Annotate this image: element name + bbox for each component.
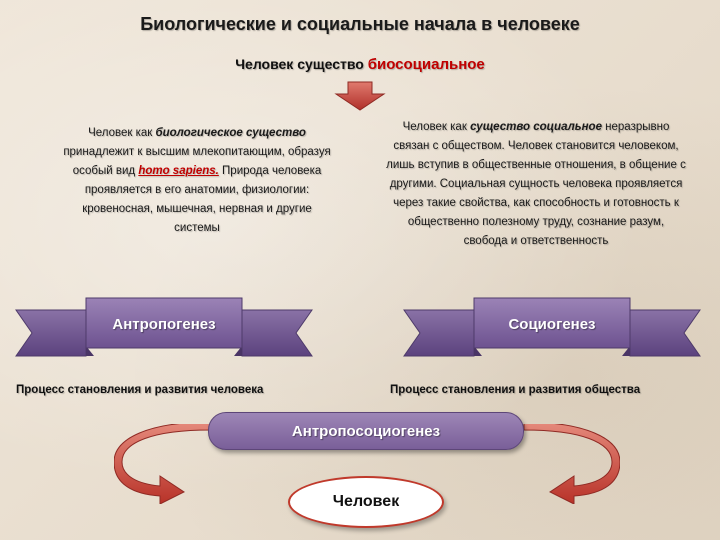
- bio-text-1: Человек как: [88, 127, 156, 139]
- bio-emphasis: биологическое существо: [155, 127, 306, 139]
- subtitle: Человек существо биосоциальное: [0, 56, 720, 73]
- page-title: Биологические и социальные начала в чело…: [140, 14, 580, 34]
- ribbon-label-sociogenesis: Социогенез: [508, 316, 596, 333]
- process-society: Процесс становления и развития общества: [390, 384, 641, 396]
- social-emphasis: существо социальное: [470, 121, 602, 133]
- anthropogenesis-ribbon: [15, 297, 313, 357]
- subtitle-accent: биосоциальное: [367, 56, 485, 73]
- bio-text-2: принадлежит к высшим млекопитающим, обра…: [63, 146, 331, 177]
- bio-text-3: Природа человека проявляется в его анато…: [82, 165, 322, 234]
- process-human: Процесс становления и развития человека: [16, 384, 264, 396]
- human-ellipse: Человек: [288, 476, 444, 528]
- subtitle-prefix: Человек существо: [235, 56, 368, 72]
- species-name: homo sapiens.: [138, 165, 219, 177]
- biological-description: Человек как биологическое существо прина…: [62, 124, 332, 238]
- curved-arrow-left-icon: [114, 424, 211, 504]
- social-description: Человек как существо социальное неразрыв…: [386, 118, 686, 251]
- curved-arrow-right-icon: [523, 424, 620, 504]
- sociogenesis-ribbon: [403, 297, 701, 357]
- down-arrow-icon: [334, 81, 386, 111]
- ribbon-label-anthropogenesis: Антропогенез: [112, 316, 216, 333]
- social-text-2: неразрывно связан с обществом. Человек с…: [386, 121, 686, 247]
- social-text-1: Человек как: [402, 121, 471, 133]
- anthroposociogenesis-pill: Антропосоциогенез: [208, 412, 524, 450]
